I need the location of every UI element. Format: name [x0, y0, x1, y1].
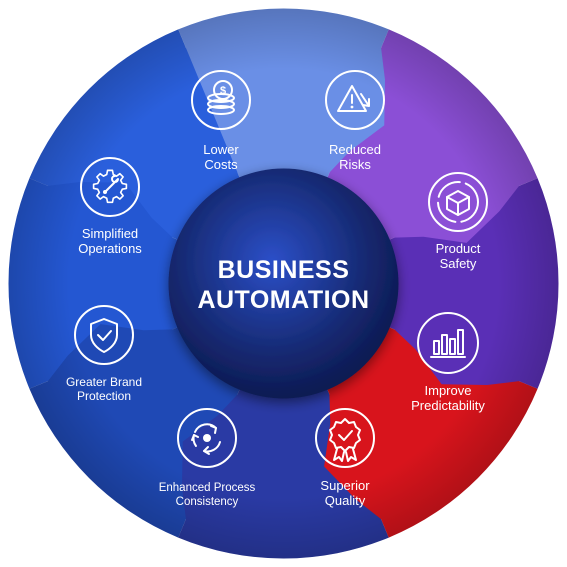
- label-line: Improve: [425, 383, 472, 398]
- box-icon: [428, 172, 488, 232]
- label-line: Protection: [77, 389, 131, 403]
- label-line: Costs: [204, 157, 238, 172]
- warning-down-icon: [325, 70, 385, 130]
- center-hub: BUSINESS AUTOMATION: [168, 168, 399, 399]
- center-circle: [168, 168, 399, 399]
- label-line: Quality: [325, 493, 366, 508]
- label-line: Product: [436, 241, 481, 256]
- label-line: Reduced: [329, 142, 381, 157]
- label-line: Superior: [320, 478, 370, 493]
- bar-chart-icon: [417, 312, 479, 374]
- item-simplified-operations: Simplified Operations: [78, 157, 142, 256]
- label-line: Safety: [440, 256, 477, 271]
- item-enhanced-process-consistency: Enhanced Process Consistency: [159, 408, 256, 508]
- center-title-line2: AUTOMATION: [197, 286, 369, 314]
- label-line: Consistency: [176, 496, 239, 508]
- svg-text:$: $: [220, 85, 226, 97]
- gear-wrench-icon: [80, 157, 140, 217]
- label-line: Simplified: [82, 226, 138, 241]
- coins-icon: $: [191, 70, 251, 130]
- cycle-icon: [177, 408, 237, 468]
- label-line: Risks: [339, 157, 371, 172]
- label-line: Predictability: [411, 398, 485, 413]
- item-reduced-risks: Reduced Risks: [325, 70, 385, 172]
- item-improve-predictability: Improve Predictability: [411, 312, 485, 413]
- item-product-safety: Product Safety: [428, 172, 488, 271]
- label-line: Greater Brand: [66, 375, 142, 389]
- shield-check-icon: [74, 305, 134, 365]
- item-greater-brand-protection: Greater Brand Protection: [66, 305, 142, 403]
- center-title-line1: BUSINESS: [218, 256, 350, 284]
- item-lower-costs: $ Lower Costs: [191, 70, 251, 172]
- label-line: Operations: [78, 241, 142, 256]
- label-line: Lower: [203, 142, 239, 157]
- award-badge-icon: [315, 408, 375, 468]
- item-superior-quality: Superior Quality: [315, 408, 375, 508]
- label-line: Enhanced Process: [159, 482, 256, 494]
